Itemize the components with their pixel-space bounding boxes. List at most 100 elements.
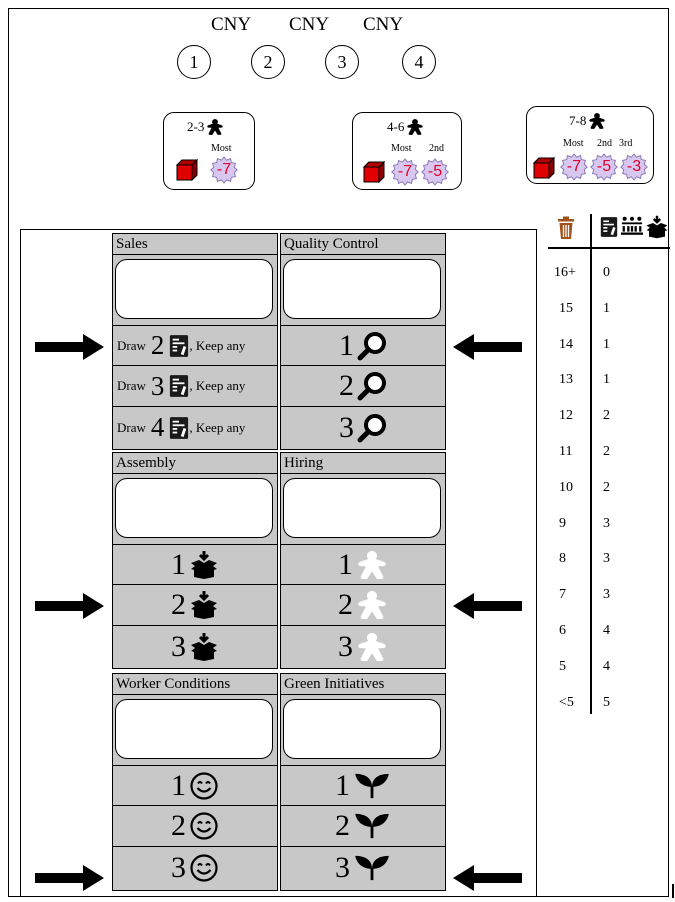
- player-count-box-4-6: 4-6 Most 2nd -7 -5: [352, 112, 462, 190]
- worker-conditions-card-slot[interactable]: [115, 699, 273, 759]
- player-range-label: 7-8: [569, 112, 606, 130]
- rank-label: Most: [391, 143, 412, 154]
- rank-label: 3rd: [619, 138, 633, 149]
- quality-control-row-2[interactable]: 2: [281, 365, 445, 406]
- score-table-right-cell: 3: [603, 551, 610, 566]
- score-table-left-cell: <5: [559, 695, 574, 710]
- sales-panel: Sales Draw 2 , Keep any Draw 3 , Keep an…: [112, 233, 278, 450]
- penalty-value: -7: [397, 163, 413, 180]
- quality-control-card-slot[interactable]: [283, 259, 441, 319]
- assembly-title: Assembly: [113, 453, 277, 474]
- sales-card-slot[interactable]: [115, 259, 273, 319]
- round-2-circle[interactable]: 2: [251, 45, 285, 79]
- hiring-card-slot[interactable]: [283, 478, 441, 538]
- score-table-left-cell: 5: [559, 659, 566, 674]
- assembly-box-icon: [189, 632, 219, 662]
- worker-conditions-row-2[interactable]: 2: [113, 805, 277, 846]
- currency-label: CNY: [363, 14, 404, 35]
- score-table-left-cell: 16+: [554, 265, 576, 280]
- arrow-icon: [452, 592, 522, 620]
- sales-row-1[interactable]: Draw 2 , Keep any: [113, 325, 277, 365]
- penalty-value: -5: [427, 163, 443, 180]
- sprout-icon: [353, 812, 391, 840]
- score-table-right-cell: 1: [603, 372, 610, 387]
- player-range-label: 4-6: [387, 118, 424, 136]
- player-range-label: 2-3: [187, 118, 224, 136]
- hiring-row-1[interactable]: 1: [281, 544, 445, 584]
- score-table-left-cell: 9: [559, 516, 566, 531]
- hiring-title: Hiring: [281, 453, 445, 474]
- assembly-row-3[interactable]: 3: [113, 625, 277, 667]
- score-table-left-cell: 13: [559, 372, 573, 387]
- assembly-row-1[interactable]: 1: [113, 544, 277, 584]
- penalty-value: -7: [216, 161, 232, 178]
- sales-row-2[interactable]: Draw 3 , Keep any: [113, 365, 277, 406]
- worker-meeple-icon: [356, 549, 388, 581]
- sales-title: Sales: [113, 234, 277, 255]
- score-table-right-cell: 1: [603, 301, 610, 316]
- assembly-box-icon: [645, 215, 669, 239]
- quality-control-row-3[interactable]: 3: [281, 406, 445, 448]
- meeple-icon: [206, 118, 224, 136]
- worker-conditions-row-3[interactable]: 3: [113, 846, 277, 889]
- score-table-right-cell: 5: [603, 695, 610, 710]
- quality-control-panel: Quality Control 1 2 3: [280, 233, 446, 450]
- score-table-right-cell: 2: [603, 408, 610, 423]
- table-header-rule: [548, 247, 670, 249]
- penalty-value: -5: [596, 158, 612, 175]
- quality-control-row-1[interactable]: 1: [281, 325, 445, 365]
- arrow-icon: [35, 864, 105, 892]
- assembly-panel: Assembly 1 2 3: [112, 452, 278, 669]
- score-table-right-cell: 3: [603, 516, 610, 531]
- currency-label: CNY: [211, 14, 252, 35]
- rank-label: Most: [211, 143, 232, 154]
- rank-label: 2nd: [597, 138, 612, 149]
- sales-card-icon: [169, 334, 189, 358]
- smiley-icon: [189, 811, 219, 841]
- score-table-left-cell: 12: [559, 408, 573, 423]
- currency-label: CNY: [289, 14, 330, 35]
- worker-conditions-title: Worker Conditions: [113, 674, 277, 695]
- green-initiatives-card-slot[interactable]: [283, 699, 441, 759]
- sprout-icon: [353, 854, 391, 882]
- magnifier-icon: [357, 371, 387, 401]
- green-initiatives-row-1[interactable]: 1: [281, 765, 445, 805]
- score-table-left-cell: 8: [559, 551, 566, 566]
- assembly-card-slot[interactable]: [115, 478, 273, 538]
- player-count-box-2-3: 2-3 Most -7: [163, 112, 255, 190]
- worker-meeple-icon: [356, 631, 388, 663]
- sales-row-3[interactable]: Draw 4 , Keep any: [113, 406, 277, 448]
- score-table-right-cell: 4: [603, 623, 610, 638]
- red-cube-icon: [533, 157, 555, 179]
- score-table-right-cell: 2: [603, 480, 610, 495]
- department-board: [20, 229, 537, 897]
- smiley-icon: [189, 853, 219, 883]
- penalty-value: -7: [566, 158, 582, 175]
- assembly-row-2[interactable]: 2: [113, 584, 277, 625]
- score-table-left-cell: 11: [559, 444, 573, 459]
- magnifier-icon: [357, 413, 387, 443]
- assembly-box-icon: [189, 590, 219, 620]
- magnifier-icon: [357, 331, 387, 361]
- corner-tick-mark: [672, 884, 674, 898]
- sales-card-icon: [169, 416, 189, 440]
- arrow-icon: [452, 864, 522, 892]
- meeple-icon: [588, 112, 606, 130]
- red-cube-icon: [363, 161, 385, 183]
- worker-meeple-icon: [356, 589, 388, 621]
- sprout-icon: [353, 772, 391, 800]
- round-4-circle[interactable]: 4: [402, 45, 436, 79]
- sales-card-icon: [169, 374, 189, 398]
- green-initiatives-row-2[interactable]: 2: [281, 805, 445, 846]
- hiring-row-3[interactable]: 3: [281, 625, 445, 667]
- red-cube-icon: [176, 159, 198, 181]
- score-table-right-cell: 1: [603, 337, 610, 352]
- round-3-circle[interactable]: 3: [325, 45, 359, 79]
- green-initiatives-row-3[interactable]: 3: [281, 846, 445, 889]
- quality-control-title: Quality Control: [281, 234, 445, 255]
- worker-conditions-row-1[interactable]: 1: [113, 765, 277, 805]
- rank-label: Most: [563, 138, 584, 149]
- hiring-row-2[interactable]: 2: [281, 584, 445, 625]
- score-table-right-cell: 0: [603, 265, 610, 280]
- round-1-circle[interactable]: 1: [177, 45, 211, 79]
